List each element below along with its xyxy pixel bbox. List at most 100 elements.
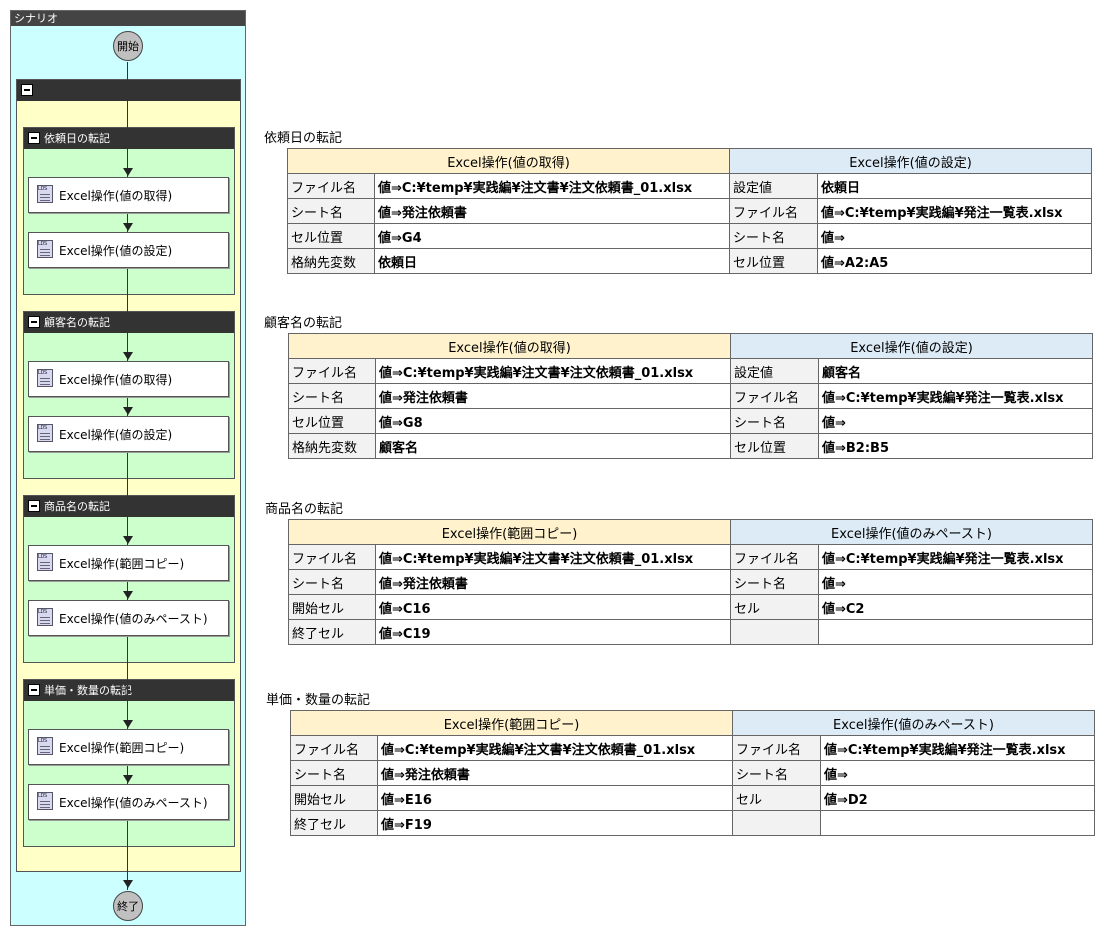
action-node-label: Excel操作(値のみペースト) bbox=[59, 795, 208, 810]
param-value: 値⇒ bbox=[818, 569, 1093, 595]
param-label: セル位置 bbox=[729, 248, 818, 274]
param-label: 格納先変数 bbox=[287, 248, 375, 274]
excel-action-icon: LDS bbox=[37, 240, 55, 260]
param-value: 値⇒C:¥temp¥実践編¥発注一覧表.xlsx bbox=[820, 735, 1095, 761]
params-table: Excel操作(範囲コピー) Excel操作(値のみペースト) ファイル名値⇒C… bbox=[290, 710, 1095, 836]
param-label: セル位置 bbox=[288, 408, 376, 434]
param-value: 値⇒C16 bbox=[375, 594, 731, 620]
empty-cell bbox=[818, 619, 1093, 645]
param-label: ファイル名 bbox=[732, 735, 821, 761]
param-value: 値⇒E16 bbox=[377, 785, 733, 811]
param-label: 設定値 bbox=[730, 358, 819, 384]
param-value: 値⇒G4 bbox=[374, 223, 730, 249]
action-node-label: Excel操作(範囲コピー) bbox=[59, 556, 185, 571]
param-label: 終了セル bbox=[290, 810, 378, 836]
action-node-label: Excel操作(値の取得) bbox=[59, 372, 173, 387]
collapse-icon[interactable] bbox=[28, 500, 40, 512]
left-action-header: Excel操作(値の取得) bbox=[287, 148, 730, 174]
param-value: 顧客名 bbox=[818, 358, 1093, 384]
param-value: 値⇒C:¥temp¥実践編¥注文書¥注文依頼書_01.xlsx bbox=[375, 358, 731, 384]
empty-cell bbox=[820, 810, 1095, 836]
section-title: 単価・数量の転記 bbox=[266, 693, 371, 708]
action-node[interactable]: LDS Excel操作(範囲コピー) bbox=[28, 729, 229, 765]
empty-cell bbox=[732, 810, 821, 836]
param-value: 値⇒発注依頼書 bbox=[375, 383, 731, 409]
group-title: 商品名の転記 bbox=[44, 500, 110, 513]
param-label: シート名 bbox=[288, 569, 376, 595]
param-value: 値⇒A2:A5 bbox=[817, 248, 1092, 274]
param-value: 値⇒ bbox=[817, 223, 1092, 249]
end-node[interactable]: 終了 bbox=[113, 891, 143, 921]
param-value: 値⇒B2:B5 bbox=[818, 433, 1093, 459]
param-label: セル bbox=[732, 785, 821, 811]
right-action-header: Excel操作(値の設定) bbox=[729, 148, 1092, 174]
params-table: Excel操作(範囲コピー) Excel操作(値のみペースト) ファイル名値⇒C… bbox=[288, 519, 1093, 645]
param-label: ファイル名 bbox=[287, 173, 375, 199]
start-node[interactable]: 開始 bbox=[113, 31, 143, 61]
group-header[interactable]: 商品名の転記 bbox=[24, 496, 234, 517]
collapse-icon[interactable] bbox=[28, 684, 40, 696]
param-label: 設定値 bbox=[729, 173, 818, 199]
group-header[interactable]: 顧客名の転記 bbox=[24, 312, 234, 333]
group-title: 依頼日の転記 bbox=[44, 132, 110, 145]
param-label: シート名 bbox=[729, 223, 818, 249]
excel-action-icon: LDS bbox=[37, 608, 55, 628]
group-header[interactable]: 単価・数量の転記 bbox=[24, 680, 234, 701]
excel-action-icon: LDS bbox=[37, 424, 55, 444]
param-label: 格納先変数 bbox=[288, 433, 376, 459]
param-label: ファイル名 bbox=[288, 544, 376, 570]
action-node-label: Excel操作(値の取得) bbox=[59, 188, 173, 203]
param-label: 終了セル bbox=[288, 619, 376, 645]
param-value: 値⇒C:¥temp¥実践編¥発注一覧表.xlsx bbox=[818, 383, 1093, 409]
arrow-down-icon bbox=[123, 536, 133, 544]
left-action-header: Excel操作(範囲コピー) bbox=[288, 519, 731, 545]
arrow-down-icon bbox=[123, 352, 133, 360]
action-node[interactable]: LDS Excel操作(値のみペースト) bbox=[28, 600, 229, 636]
param-label: セル位置 bbox=[287, 223, 375, 249]
param-value: 値⇒G8 bbox=[375, 408, 731, 434]
param-label: ファイル名 bbox=[730, 383, 819, 409]
param-value: 値⇒ bbox=[818, 408, 1093, 434]
param-value: 値⇒C:¥temp¥実践編¥注文書¥注文依頼書_01.xlsx bbox=[375, 544, 731, 570]
collapse-icon[interactable] bbox=[28, 316, 40, 328]
action-node[interactable]: LDS Excel操作(値の設定) bbox=[28, 416, 229, 452]
param-value: 値⇒C2 bbox=[818, 594, 1093, 620]
param-value: 値⇒発注依頼書 bbox=[374, 198, 730, 224]
outer-group-header[interactable] bbox=[17, 80, 240, 101]
action-node-label: Excel操作(値の設定) bbox=[59, 243, 173, 258]
collapse-icon[interactable] bbox=[21, 84, 33, 96]
excel-action-icon: LDS bbox=[37, 792, 55, 812]
param-label: シート名 bbox=[288, 383, 376, 409]
action-node[interactable]: LDS Excel操作(値の取得) bbox=[28, 177, 229, 213]
arrow-down-icon bbox=[123, 223, 133, 231]
scenario-title: シナリオ bbox=[11, 11, 245, 26]
action-node[interactable]: LDS Excel操作(値の取得) bbox=[28, 361, 229, 397]
action-node[interactable]: LDS Excel操作(値のみペースト) bbox=[28, 784, 229, 820]
param-value: 値⇒F19 bbox=[377, 810, 733, 836]
arrow-down-icon bbox=[123, 591, 133, 599]
action-node-label: Excel操作(範囲コピー) bbox=[59, 740, 185, 755]
excel-action-icon: LDS bbox=[37, 185, 55, 205]
left-action-header: Excel操作(範囲コピー) bbox=[290, 710, 733, 736]
action-node[interactable]: LDS Excel操作(範囲コピー) bbox=[28, 545, 229, 581]
param-value: 値⇒C:¥temp¥実践編¥注文書¥注文依頼書_01.xlsx bbox=[377, 735, 733, 761]
param-label: シート名 bbox=[730, 569, 819, 595]
empty-cell bbox=[730, 619, 819, 645]
param-label: シート名 bbox=[290, 760, 378, 786]
group-header[interactable]: 依頼日の転記 bbox=[24, 128, 234, 149]
action-node[interactable]: LDS Excel操作(値の設定) bbox=[28, 232, 229, 268]
param-value: 値⇒D2 bbox=[820, 785, 1095, 811]
params-table: Excel操作(値の取得) Excel操作(値の設定) ファイル名値⇒C:¥te… bbox=[287, 148, 1092, 274]
param-value: 値⇒C:¥temp¥実践編¥発注一覧表.xlsx bbox=[818, 544, 1093, 570]
excel-action-icon: LDS bbox=[37, 553, 55, 573]
left-action-header: Excel操作(値の取得) bbox=[288, 333, 731, 359]
param-label: セル位置 bbox=[730, 433, 819, 459]
action-node-label: Excel操作(値の設定) bbox=[59, 427, 173, 442]
collapse-icon[interactable] bbox=[28, 132, 40, 144]
params-table: Excel操作(値の取得) Excel操作(値の設定) ファイル名値⇒C:¥te… bbox=[288, 333, 1093, 459]
param-label: ファイル名 bbox=[290, 735, 378, 761]
param-label: セル bbox=[730, 594, 819, 620]
param-value: 顧客名 bbox=[375, 433, 731, 459]
param-label: 開始セル bbox=[288, 594, 376, 620]
param-label: シート名 bbox=[730, 408, 819, 434]
